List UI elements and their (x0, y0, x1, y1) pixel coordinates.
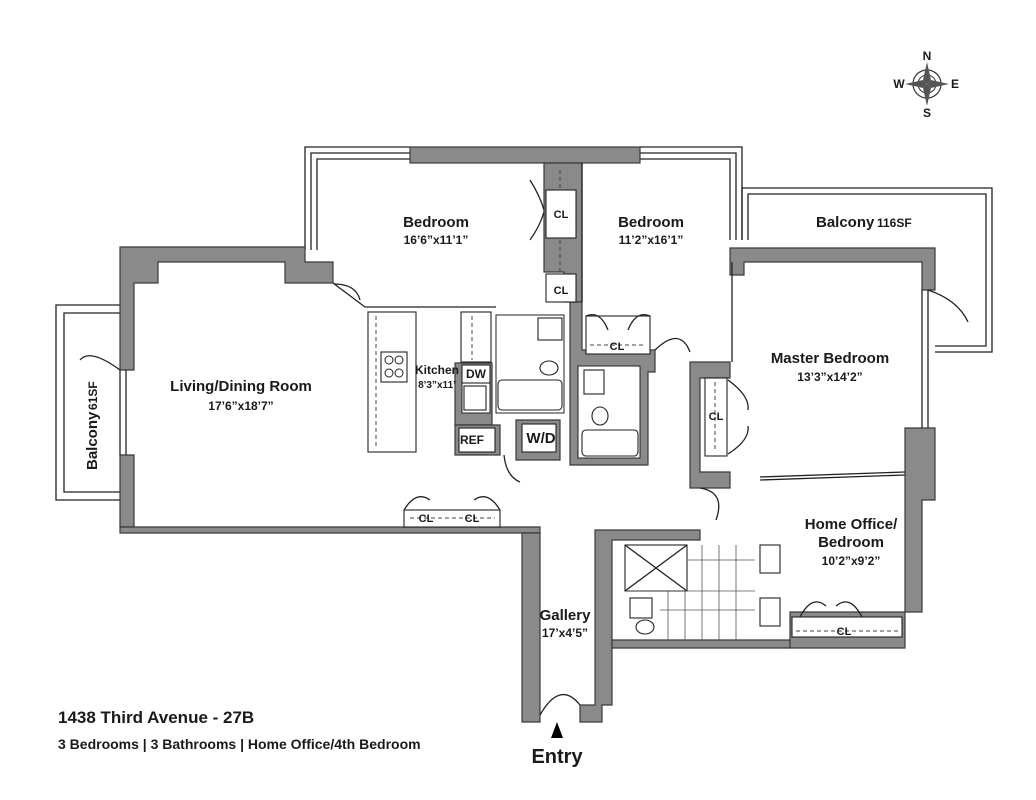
bedroom2-name: Bedroom (618, 214, 684, 231)
interior-lines (79, 163, 969, 716)
balcony-west-outline (55, 304, 120, 501)
kitchen-name: Kitchen (415, 363, 459, 377)
dishwasher-label: DW (466, 367, 487, 381)
fixtures (380, 189, 781, 640)
living-name: Living/Dining Room (170, 378, 312, 395)
compass-s-label: S (923, 106, 931, 120)
address-title: 1438 Third Avenue - 27B (58, 708, 254, 727)
refrigerator-label: REF (460, 433, 484, 447)
closet-label-4: CL (709, 411, 724, 423)
kitchen-dim: 8’3”x11’ (418, 380, 456, 391)
bedroom2-dim: 11’2”x16’1” (619, 233, 684, 247)
living-dim: 17’6”x18’7” (208, 399, 273, 413)
office-name-line2: Bedroom (818, 534, 884, 551)
closet-label-5: CL (419, 513, 434, 525)
bedroom1-name: Bedroom (403, 214, 469, 231)
office-name-line1: Home Office/ (805, 516, 898, 533)
balcony-east-name: Balcony (816, 214, 875, 231)
master-name: Master Bedroom (771, 350, 889, 367)
compass-w-label: W (893, 77, 905, 91)
balcony-east-area: 116SF (877, 216, 912, 230)
balcony-east-outline (741, 187, 993, 353)
entry-arrow-icon (551, 722, 563, 738)
closet-label-1: CL (554, 209, 569, 221)
compass-e-label: E (951, 77, 959, 91)
balcony-west-area: 61SF (86, 381, 100, 410)
closet-label-3: CL (610, 341, 625, 353)
washer-dryer-label: W/D (526, 430, 555, 447)
unit-summary: 3 Bedrooms | 3 Bathrooms | Home Office/4… (58, 736, 421, 752)
bedroom1-dim: 16’6”x11’1” (404, 233, 469, 247)
balcony-west-name: Balcony (84, 411, 101, 470)
closet-label-7: CL (837, 626, 852, 638)
closet-label-6: CL (465, 513, 480, 525)
compass-rose (905, 62, 949, 106)
master-dim: 13’3”x14’2” (797, 370, 862, 384)
closet-label-2: CL (554, 285, 569, 297)
entry-label: Entry (531, 746, 583, 768)
gallery-dim: 17’x4’5” (542, 626, 588, 640)
compass-n-label: N (923, 49, 932, 63)
north-terrace-outline (304, 146, 743, 250)
gallery-name: Gallery (540, 607, 592, 624)
office-dim: 10’2”x9’2” (822, 554, 881, 568)
